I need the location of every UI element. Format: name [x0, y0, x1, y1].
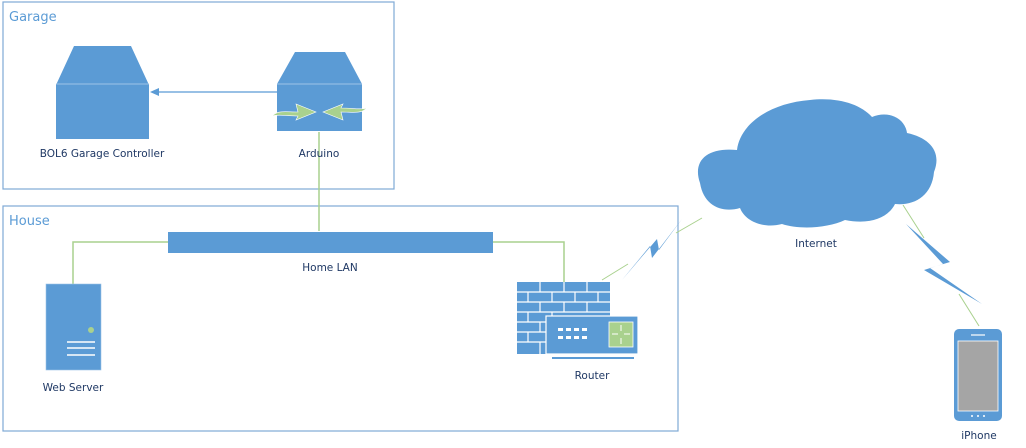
port-icons	[558, 328, 587, 339]
arrowhead-icon	[150, 88, 159, 96]
house-label: House	[9, 214, 50, 229]
dot	[971, 415, 973, 417]
connectors	[72, 88, 980, 327]
server-box-icon	[56, 84, 149, 139]
node-router[interactable]: Router	[517, 282, 639, 382]
exchange-arrows-icon	[271, 103, 368, 121]
garage-container	[2, 1, 395, 190]
garage-controller-label: BOL6 Garage Controller	[40, 148, 165, 160]
wireless-bolt-icon	[622, 219, 682, 280]
node-garage-controller[interactable]: BOL6 Garage Controller	[40, 46, 165, 160]
router-switch-icon	[545, 315, 639, 359]
group-house[interactable]: House	[2, 205, 679, 432]
router-label: Router	[575, 370, 610, 382]
house-container	[2, 205, 679, 432]
network-bus-icon	[168, 232, 493, 253]
internet-to-iphone-connector-end	[958, 293, 980, 327]
dot	[977, 415, 979, 417]
iphone-label: iPhone	[961, 430, 996, 442]
tower-server-icon	[45, 283, 102, 371]
internet-label: Internet	[795, 238, 837, 250]
dot	[983, 415, 985, 417]
cloud-icon	[697, 99, 937, 228]
lan-to-webserver-connector[interactable]	[72, 241, 168, 284]
group-garage[interactable]: Garage	[2, 1, 395, 190]
phone-screen	[957, 340, 999, 412]
switch-box-icon	[277, 84, 362, 131]
node-web-server[interactable]: Web Server	[43, 283, 104, 394]
garage-label: Garage	[9, 10, 57, 25]
node-iphone[interactable]: iPhone	[954, 329, 1002, 442]
arduino-label: Arduino	[299, 148, 340, 160]
node-home-lan[interactable]: Home LAN	[168, 232, 493, 274]
power-led-icon	[88, 327, 94, 333]
wireless-bolt-icon	[906, 224, 982, 304]
home-lan-label: Home LAN	[302, 262, 357, 274]
router-to-internet-connector-end	[675, 217, 703, 234]
lan-to-router-connector[interactable]	[493, 241, 565, 283]
router-to-internet-connector[interactable]	[601, 263, 629, 281]
node-internet[interactable]: Internet	[697, 99, 937, 250]
internet-to-iphone-connector[interactable]	[902, 204, 925, 239]
switch-box-top	[277, 52, 362, 84]
node-arduino[interactable]: Arduino	[271, 52, 368, 160]
server-box-top	[56, 46, 149, 85]
web-server-label: Web Server	[43, 382, 104, 394]
